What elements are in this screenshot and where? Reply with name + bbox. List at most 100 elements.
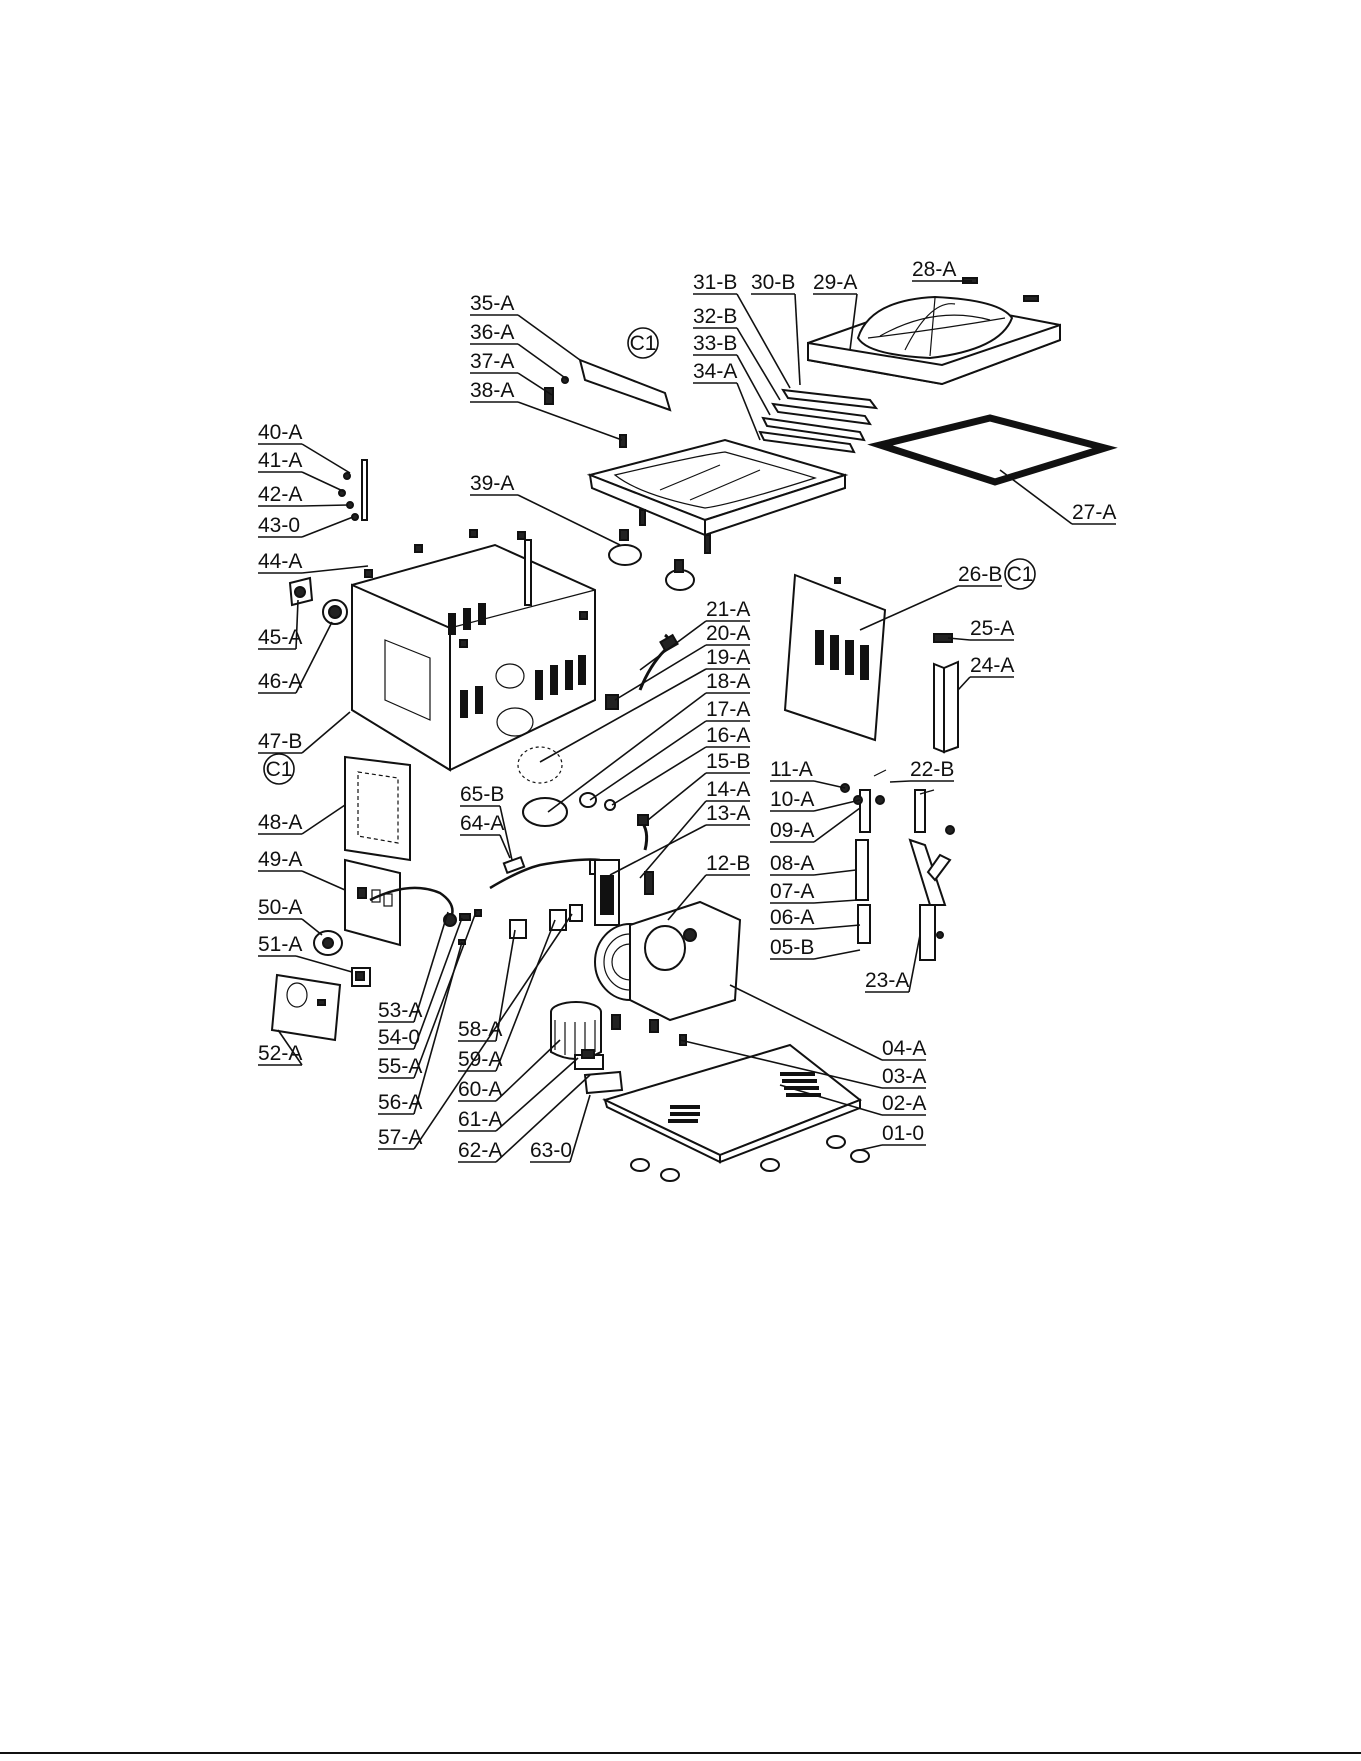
- callout-15-b: 15-B: [706, 750, 750, 773]
- leader-line-25-a: [947, 637, 971, 641]
- leader-line-43-0: [301, 516, 354, 538]
- callout-circle-ring: [1004, 558, 1036, 590]
- callout-28-a: 28-A: [912, 258, 956, 281]
- callout-13-a: 13-A: [706, 802, 750, 825]
- leader-line-18-a: [547, 692, 707, 813]
- leader-line-33-b: [736, 354, 771, 416]
- leader-line-03-a: [679, 1039, 883, 1089]
- leader-line-60-a: [495, 1039, 561, 1102]
- leader-line-50-a: [301, 918, 323, 936]
- callout-16-a: 16-A: [706, 724, 750, 747]
- callout-31-b: 31-B: [693, 271, 737, 294]
- leader-line-06-a: [813, 924, 861, 930]
- leader-line-59-a: [495, 919, 556, 1072]
- leader-line-35-a: [517, 314, 581, 361]
- part-panel-49: [344, 858, 401, 947]
- callout-39-a: 39-A: [470, 472, 514, 495]
- part-side-panel-26: [783, 573, 887, 742]
- callout-40-a: 40-A: [258, 421, 302, 444]
- leader-line-23-a: [908, 934, 921, 993]
- callout-05-b: 05-B: [770, 936, 814, 959]
- callout-42-a: 42-A: [258, 483, 302, 506]
- leader-line-36-a: [517, 343, 569, 381]
- callout-circled-c1: C1: [630, 332, 657, 355]
- callout-47-b: 47-B: [258, 730, 302, 753]
- callout-17-a: 17-A: [706, 698, 750, 721]
- leader-line-44-a: [301, 565, 369, 574]
- callout-59-a: 59-A: [458, 1048, 502, 1071]
- leader-line-21-a: [639, 620, 707, 671]
- part-filter-60: [550, 1001, 602, 1060]
- callout-48-a: 48-A: [258, 811, 302, 834]
- callout-53-a: 53-A: [378, 999, 422, 1022]
- leader-line-17-a: [589, 720, 707, 801]
- leader-line-61-a: [495, 1057, 579, 1132]
- callout-49-a: 49-A: [258, 848, 302, 871]
- part-45-46: [288, 576, 348, 625]
- leader-line-32-b: [736, 327, 781, 401]
- callout-10-a: 10-A: [770, 788, 814, 811]
- callout-21-a: 21-A: [706, 598, 750, 621]
- callout-14-a: 14-A: [706, 778, 750, 801]
- leader-line-57-a: [413, 913, 573, 1150]
- part-covers-18-19: [517, 746, 616, 827]
- callout-51-a: 51-A: [258, 933, 302, 956]
- leader-line-15-b: [647, 772, 707, 821]
- leader-line-34-a: [736, 382, 761, 441]
- part-gauge-50: [313, 930, 343, 956]
- leader-line-48-a: [301, 804, 346, 835]
- leader-line-27-a: [999, 469, 1073, 525]
- part-hose-plumbing: [369, 814, 676, 945]
- callout-60-a: 60-A: [458, 1078, 502, 1101]
- part-gasket-27: [867, 414, 1118, 486]
- leader-line-11-a: [813, 780, 846, 789]
- callout-19-a: 19-A: [706, 646, 750, 669]
- leader-line-56-a: [413, 941, 463, 1115]
- leader-lines: [258, 280, 1116, 1163]
- leader-line-08-a: [813, 869, 857, 876]
- leader-line-22-b: [889, 780, 911, 783]
- leader-line-31-b: [736, 293, 791, 389]
- callout-07-a: 07-A: [770, 880, 814, 903]
- leader-line-62-a: [495, 1074, 591, 1163]
- leader-line-49-a: [301, 870, 346, 891]
- part-24-25: [933, 633, 959, 754]
- callout-46-a: 46-A: [258, 670, 302, 693]
- part-61-62: [574, 1049, 624, 1095]
- leader-line-07-a: [813, 899, 859, 904]
- callout-27-a: 27-A: [1072, 501, 1116, 524]
- callout-61-a: 61-A: [458, 1108, 502, 1131]
- callout-43-0: 43-0: [258, 514, 300, 537]
- leader-line-41-a: [301, 471, 346, 493]
- leader-line-63-0: [569, 1094, 591, 1163]
- callout-24-a: 24-A: [970, 654, 1014, 677]
- callout-26-b: 26-B: [958, 563, 1002, 586]
- callout-34-a: 34-A: [693, 360, 737, 383]
- leader-line-24-a: [957, 676, 971, 691]
- callout-circle-ring: [627, 327, 659, 359]
- callout-09-a: 09-A: [770, 819, 814, 842]
- leader-line-04-a: [729, 984, 883, 1061]
- cabinet-vents: [448, 603, 586, 718]
- leader-line-51-a: [295, 955, 353, 973]
- callout-06-a: 06-A: [770, 906, 814, 929]
- callout-52-a: 52-A: [258, 1042, 302, 1065]
- leader-line-40-a: [301, 443, 351, 474]
- callout-55-a: 55-A: [378, 1055, 422, 1078]
- leader-line-30-b: [794, 293, 801, 386]
- callout-58-a: 58-A: [458, 1018, 502, 1041]
- leader-line-37-a: [517, 372, 553, 396]
- callout-32-b: 32-B: [693, 305, 737, 328]
- leader-line-26-b: [859, 585, 959, 631]
- callout-30-b: 30-B: [751, 271, 795, 294]
- callout-38-a: 38-A: [470, 379, 514, 402]
- part-base-plate-02: [602, 1043, 862, 1164]
- callout-45-a: 45-A: [258, 626, 302, 649]
- leader-line-39-a: [517, 494, 621, 546]
- leader-line-01-0: [859, 1144, 883, 1151]
- callout-54-0: 54-0: [378, 1026, 420, 1049]
- callout-33-b: 33-B: [693, 332, 737, 355]
- part-lid-dome: [807, 295, 1061, 386]
- callout-circle-ring: [263, 753, 295, 785]
